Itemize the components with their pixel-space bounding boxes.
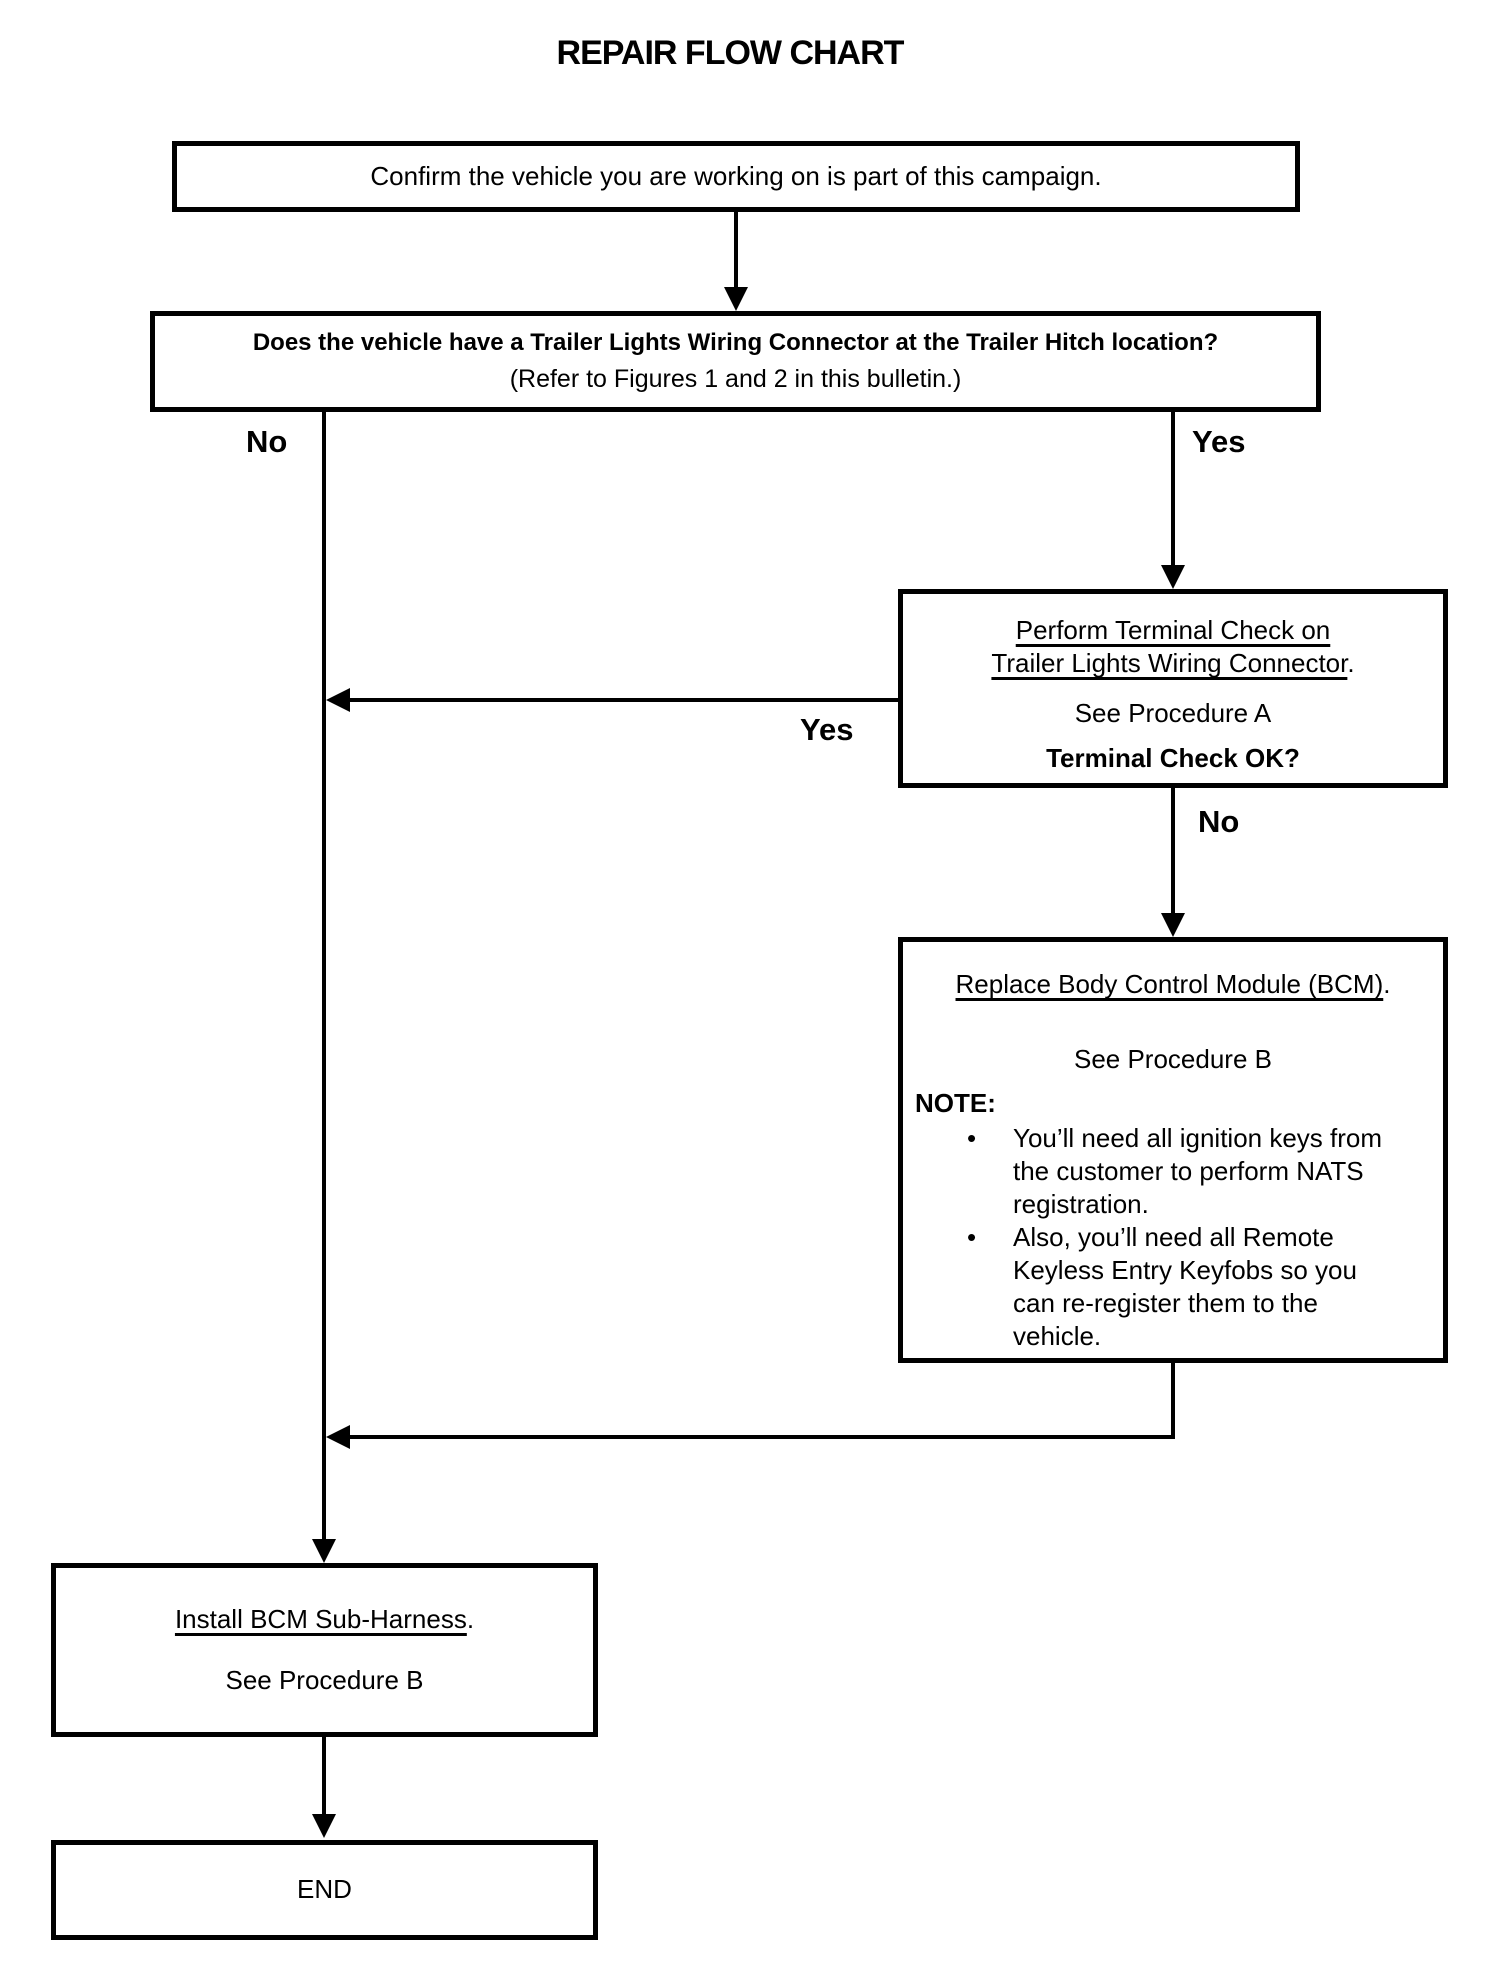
arrowhead-left-icon bbox=[326, 688, 350, 712]
connector-confirm-to-question bbox=[734, 211, 738, 289]
bullet-icon: • bbox=[967, 1221, 977, 1252]
connector-terminal-yes bbox=[350, 698, 898, 702]
replace-bcm-action: Replace Body Control Module (BCM). bbox=[956, 968, 1391, 1001]
arrowhead-down-icon bbox=[1161, 565, 1185, 589]
replace-bcm-box: Replace Body Control Module (BCM). See P… bbox=[898, 937, 1448, 1363]
terminal-check-action-line2-text: Trailer Lights Wiring Connector bbox=[991, 648, 1348, 679]
trailer-connector-question-box: Does the vehicle have a Trailer Lights W… bbox=[150, 311, 1321, 412]
connector-yes-to-terminal-check bbox=[1171, 412, 1175, 565]
branch-label-terminal-no: No bbox=[1198, 804, 1240, 839]
end-text: END bbox=[297, 1874, 352, 1905]
terminal-check-box: Perform Terminal Check on Trailer Lights… bbox=[898, 589, 1448, 788]
install-harness-procedure: See Procedure B bbox=[225, 1665, 424, 1695]
note-label: NOTE: bbox=[915, 1087, 996, 1118]
connector-replace-left bbox=[350, 1435, 1175, 1439]
terminal-check-procedure: See Procedure A bbox=[1074, 697, 1272, 728]
question-note: (Refer to Figures 1 and 2 in this bullet… bbox=[509, 364, 962, 393]
terminal-check-action-line2: Trailer Lights Wiring Connector. bbox=[991, 647, 1354, 680]
install-harness-action-period: . bbox=[466, 1603, 475, 1634]
arrowhead-down-icon bbox=[312, 1814, 336, 1838]
branch-label-no: No bbox=[246, 424, 288, 459]
note-bullet-text: Also, you’ll need all Remote Keyless Ent… bbox=[1013, 1221, 1357, 1351]
end-box: END bbox=[51, 1840, 598, 1940]
branch-label-yes: Yes bbox=[1192, 424, 1246, 459]
branch-label-terminal-yes: Yes bbox=[800, 712, 854, 747]
note-bullet-item: • You’ll need all ignition keys from the… bbox=[967, 1122, 1463, 1221]
note-bullet-text: You’ll need all ignition keys from the c… bbox=[1013, 1122, 1383, 1219]
terminal-check-action-line1: Perform Terminal Check on bbox=[1015, 615, 1331, 645]
note-bullet-list: • You’ll need all ignition keys from the… bbox=[967, 1122, 1463, 1353]
note-bullet-item: • Also, you’ll need all Remote Keyless E… bbox=[967, 1221, 1463, 1353]
arrowhead-down-icon bbox=[312, 1539, 336, 1563]
arrowhead-down-icon bbox=[1161, 913, 1185, 937]
arrowhead-left-icon bbox=[326, 1425, 350, 1449]
bullet-icon: • bbox=[967, 1122, 977, 1153]
replace-bcm-action-text: Replace Body Control Module (BCM) bbox=[955, 969, 1384, 999]
page-title: REPAIR FLOW CHART bbox=[556, 34, 905, 72]
install-harness-action: Install BCM Sub-Harness. bbox=[175, 1603, 474, 1636]
arrowhead-down-icon bbox=[724, 287, 748, 311]
replace-bcm-action-period: . bbox=[1383, 969, 1391, 999]
connector-replace-down bbox=[1171, 1363, 1175, 1439]
question-text: Does the vehicle have a Trailer Lights W… bbox=[252, 329, 1219, 357]
connector-terminal-no bbox=[1171, 788, 1175, 913]
terminal-check-question: Terminal Check OK? bbox=[1046, 742, 1300, 773]
confirm-campaign-box: Confirm the vehicle you are working on i… bbox=[172, 141, 1300, 212]
connector-install-to-end bbox=[322, 1737, 326, 1814]
confirm-campaign-text: Confirm the vehicle you are working on i… bbox=[370, 160, 1102, 191]
install-harness-box: Install BCM Sub-Harness. See Procedure B bbox=[51, 1563, 598, 1737]
replace-bcm-procedure: See Procedure B bbox=[1073, 1044, 1272, 1075]
install-harness-action-text: Install BCM Sub-Harness bbox=[174, 1603, 467, 1634]
connector-no-branch-long bbox=[322, 412, 326, 1539]
terminal-check-action-period: . bbox=[1347, 648, 1355, 679]
